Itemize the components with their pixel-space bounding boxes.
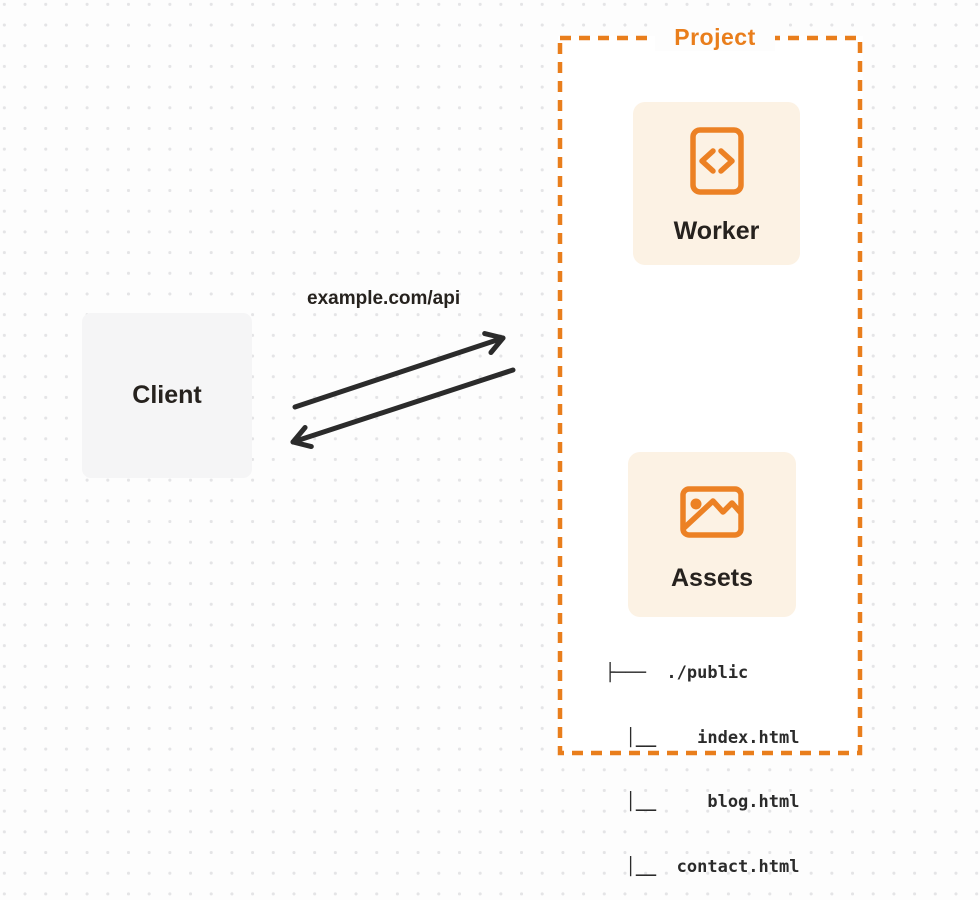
file-tree: ├─── ./public │__ index.html │__ blog.ht… bbox=[605, 620, 799, 900]
assets-label: Assets bbox=[671, 564, 753, 592]
worker-label: Worker bbox=[673, 217, 760, 245]
request-url-label: example.com/api bbox=[307, 288, 461, 309]
worker-card: Worker bbox=[633, 102, 800, 265]
project-label: Project bbox=[655, 23, 775, 51]
file-tree-line-index: │__ index.html bbox=[605, 727, 800, 748]
file-tree-line-blog: │__ blog.html bbox=[605, 792, 800, 812]
assets-card: Assets bbox=[628, 452, 796, 617]
file-tree-line-public: ├─── ./public bbox=[605, 663, 749, 683]
client-label: Client bbox=[132, 381, 202, 409]
request-arrow bbox=[292, 331, 506, 410]
code-file-icon bbox=[689, 127, 744, 195]
file-tree-line-contact: │__ contact.html bbox=[605, 856, 800, 877]
client-node: Client bbox=[82, 313, 252, 478]
response-arrow bbox=[290, 367, 516, 450]
image-icon bbox=[680, 486, 744, 538]
